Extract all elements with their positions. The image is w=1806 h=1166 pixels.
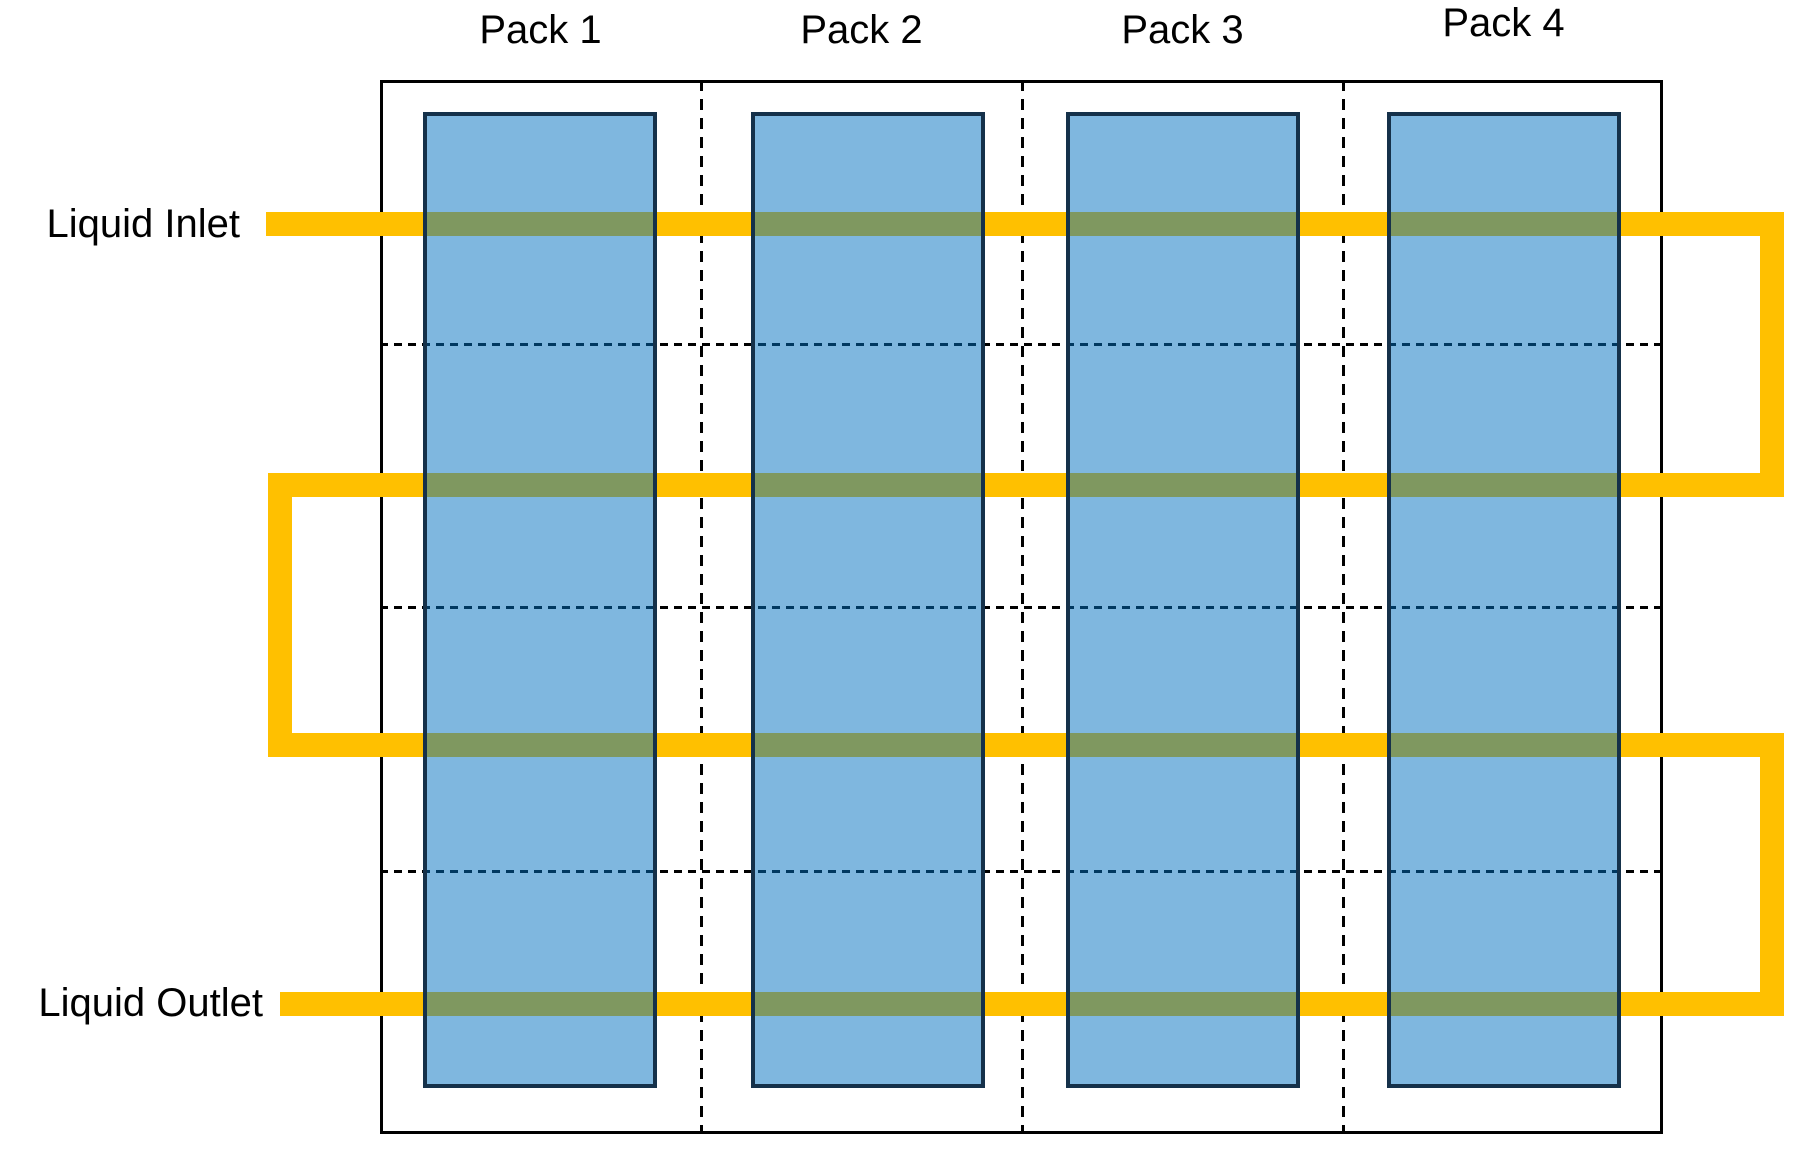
pack-3-body: [1066, 112, 1300, 1088]
pack-4-label: Pack 4: [1442, 1, 1565, 45]
pack-1-body: [423, 112, 657, 1088]
pack-3-label: Pack 3: [1121, 8, 1244, 52]
pack-2-label: Pack 2: [800, 8, 923, 52]
pack-1-label: Pack 1: [479, 8, 602, 52]
pack-4-body: [1387, 112, 1621, 1088]
inlet-label: Liquid Inlet: [46, 202, 240, 246]
row-gridline-2-icon: [380, 606, 1663, 609]
row-gridline-1-icon: [380, 343, 1663, 346]
pack-2-body: [751, 112, 985, 1088]
row-gridline-3-icon: [380, 870, 1663, 873]
pipe-right-uturn-upper: [1760, 212, 1784, 497]
outlet-label: Liquid Outlet: [38, 981, 263, 1025]
pipe-right-uturn-lower: [1760, 733, 1784, 1016]
pipe-left-uturn: [268, 473, 292, 757]
